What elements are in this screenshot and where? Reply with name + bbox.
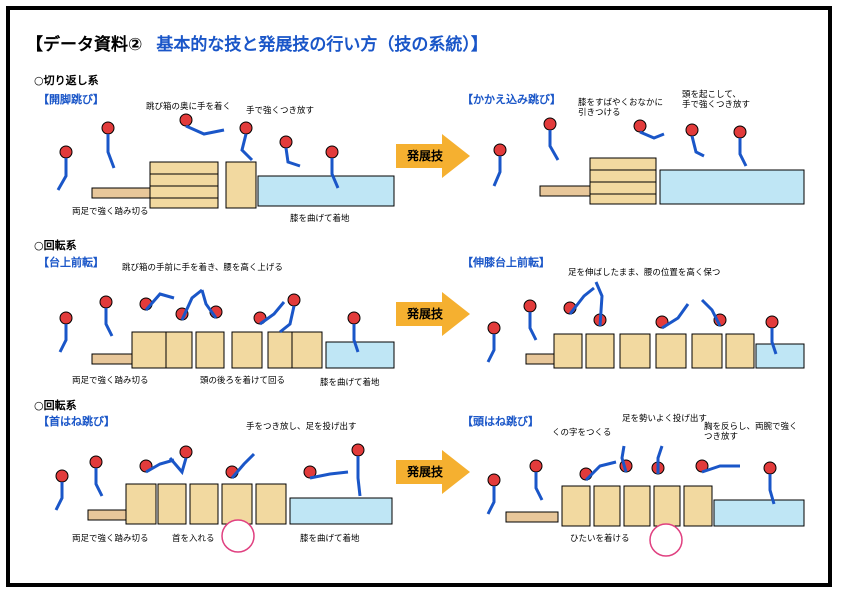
technique-name: 【首はね跳び】 xyxy=(38,415,115,428)
caption: 手で強くつき放す xyxy=(246,106,315,116)
vault-illustration xyxy=(486,445,805,557)
caption: 両足で強く踏み切る xyxy=(72,376,149,386)
technique-name: 【開脚跳び】 xyxy=(38,93,104,106)
caption: 跳び箱の手前に手を着き、腰を高く上げる xyxy=(122,263,283,273)
arrow-label: 発展技 xyxy=(406,307,443,321)
caption: 手をつき放し、足を投げ出す xyxy=(246,422,357,432)
caption: 膝を曲げて着地 xyxy=(320,378,380,388)
vault-illustration xyxy=(56,113,395,209)
technique-name: 【伸膝台上前転】 xyxy=(462,256,550,269)
caption: 頭の後ろを着けて回る xyxy=(200,376,286,386)
caption: 膝を曲げて着地 xyxy=(300,534,360,544)
caption: 手で強くつき放す xyxy=(682,100,751,110)
caption: 頭を起こして、 xyxy=(682,90,741,100)
development-arrow: 発展技 xyxy=(396,292,470,336)
vault-illustration xyxy=(54,443,393,553)
development-arrow: 発展技 xyxy=(396,134,470,178)
title-sub: 基本的な技と発展技の行い方（技の系統）】 xyxy=(156,35,488,55)
technique-name: 【頭はね跳び】 xyxy=(462,415,539,428)
caption: 両足で強く踏み切る xyxy=(72,534,149,544)
development-arrow: 発展技 xyxy=(396,450,470,494)
technique-name: 【かかえ込み跳び】 xyxy=(462,93,561,106)
caption: 両足で強く踏み切る xyxy=(72,207,149,217)
caption: くの字をつくる xyxy=(552,428,612,438)
arrow-label: 発展技 xyxy=(406,149,443,163)
caption: 跳び箱の奥に手を着く xyxy=(146,102,232,112)
vault-illustration xyxy=(58,288,395,369)
title-main: 【データ資料② xyxy=(26,35,143,55)
caption: 足を勢いよく投げ出す xyxy=(622,414,707,424)
caption: 胸を反らし、両腕で強く xyxy=(704,422,798,432)
category-label: ○切り返し系 xyxy=(34,74,99,87)
caption: ひたいを着ける xyxy=(570,534,630,544)
caption: 首を入れる xyxy=(172,534,215,544)
technique-name: 【台上前転】 xyxy=(38,256,104,269)
caption: 膝を曲げて着地 xyxy=(290,214,350,224)
category-label: ○回転系 xyxy=(34,399,77,412)
caption: 膝をすばやくおなかに xyxy=(578,98,664,108)
page-title: 【データ資料② 基本的な技と発展技の行い方（技の系統）】 xyxy=(26,30,488,55)
vault-illustration xyxy=(492,117,805,205)
caption: 引きつける xyxy=(578,108,621,118)
arrow-label: 発展技 xyxy=(406,465,443,479)
caption: 足を伸ばしたまま、腰の位置を高く保つ xyxy=(568,268,721,278)
vault-illustration xyxy=(486,281,805,369)
caption: つき放す xyxy=(704,432,739,442)
category-label: ○回転系 xyxy=(34,239,77,252)
